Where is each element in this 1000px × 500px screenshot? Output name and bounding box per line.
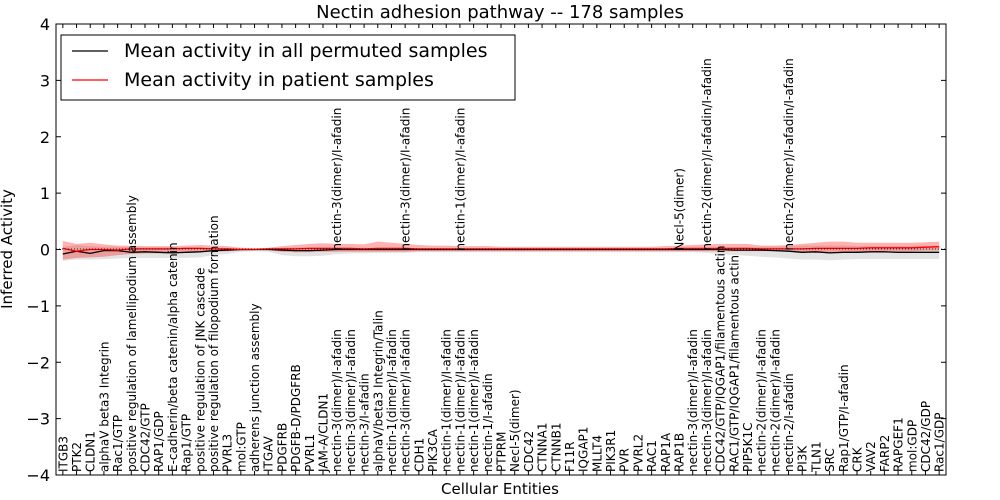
- x-tick-label: ITGAV: [262, 435, 276, 472]
- x-tick-label: PIK3CA: [426, 428, 440, 472]
- x-tick-label: alphaV/beta3 Integrin/Talin: [371, 310, 385, 472]
- x-tick-label: RAPGEF1: [892, 417, 906, 472]
- x-tick-label-upper: nectin-1(dimer)/I-afadin: [453, 108, 467, 251]
- patient-band: [62, 241, 940, 260]
- x-tick-label: PTK2: [70, 442, 84, 472]
- x-tick-label: Rap1/GTP/I-afadin: [837, 364, 851, 472]
- x-tick-label: nectin-3(dimer)/I-afadin: [344, 329, 358, 472]
- x-tick-label: CDC42/GTP: [139, 403, 153, 472]
- x-tick-label: CDC42/GDP: [919, 401, 933, 472]
- x-tick-label: nectin-1(dimer)/I-afadin: [467, 329, 481, 472]
- x-tick-label: E-cadherin/beta catenin/alpha catenin: [166, 242, 180, 472]
- y-tick-label: 2: [40, 128, 50, 147]
- x-tick-label: RAP1A: [659, 432, 673, 472]
- x-tick-label: JAM-A/CLDN1: [317, 393, 331, 473]
- x-tick-label: PVRL2: [631, 434, 645, 472]
- x-axis-label: Cellular Entities: [441, 480, 559, 498]
- x-tick-label: PIK3R1: [604, 430, 618, 472]
- x-tick-label: nectin-1/I-afadin: [481, 373, 495, 472]
- x-tick-label: TLN1: [809, 441, 823, 473]
- x-tick-label: nectin-3(dimer)/I-afadin: [330, 329, 344, 472]
- x-tick-label: Rac1/GDP: [933, 413, 947, 472]
- x-tick-label: RAP1/GDP: [152, 411, 166, 472]
- x-tick-label: nectin-3/I-afadin: [358, 373, 372, 472]
- x-tick-label: PVRL1: [303, 434, 317, 472]
- x-tick-label: nectin-1(dimer)/I-afadin: [385, 329, 399, 472]
- x-tick-label: PDGFB-D/PDGFRB: [289, 364, 303, 472]
- x-tick-label: CTNNA1: [536, 422, 550, 472]
- x-tick-label: CDC42/GTP/IQGAP1/filamentous actin: [714, 246, 728, 472]
- legend-label-permuted: Mean activity in all permuted samples: [124, 40, 487, 62]
- x-tick-label: positive regulation of JNK cascade: [193, 268, 207, 472]
- x-tick-label: PVR: [618, 448, 632, 472]
- x-tick-label: alphaV beta3 Integrin: [97, 341, 111, 472]
- y-tick-label: −1: [26, 297, 50, 316]
- chart-title: Nectin adhesion pathway -- 178 samples: [316, 2, 684, 23]
- x-tick-label: nectin-2(dimer)/I-afadin: [755, 329, 769, 472]
- x-tick-label: positive regulation of filopodium format…: [207, 215, 221, 472]
- x-tick-label: nectin-1(dimer)/I-afadin: [453, 329, 467, 472]
- x-tick-label: nectin-3(dimer)/I-afadin: [686, 329, 700, 472]
- x-tick-label: RAC1: [645, 440, 659, 472]
- x-tick-label: Rap1/GTP: [180, 414, 194, 472]
- y-tick-label: 4: [40, 15, 50, 34]
- x-tick-label: CDH1: [412, 438, 426, 472]
- x-tick-label: nectin-2(dimer)/I-afadin: [768, 329, 782, 472]
- y-axis-label: Inferred Activity: [0, 189, 16, 309]
- x-tick-label: nectin-3(dimer)/I-afadin: [700, 329, 714, 472]
- y-tick-label: 3: [40, 71, 50, 90]
- x-tick-label: FARP2: [878, 435, 892, 472]
- x-tick-label: PDGFRB: [275, 423, 289, 472]
- x-tick-label: MLLT4: [590, 435, 604, 472]
- x-tick-label: mol:GDP: [905, 420, 919, 472]
- x-tick-label: nectin-2/I-afadin: [782, 373, 796, 472]
- x-tick-label: Necl-5(dimer): [508, 389, 522, 472]
- x-tick-label: VAV2: [864, 441, 878, 472]
- x-tick-label: F11R: [563, 441, 577, 472]
- x-tick-label: nectin-1(dimer)/I-afadin: [440, 329, 454, 472]
- y-tick-label: −2: [26, 353, 50, 372]
- x-tick-label: PTPRM: [495, 432, 509, 473]
- x-tick-label: PVRL3: [221, 434, 235, 472]
- x-tick-label: CDC42: [522, 431, 536, 472]
- legend-label-patient: Mean activity in patient samples: [124, 69, 434, 91]
- y-tick-label: 0: [40, 241, 50, 260]
- x-tick-label-upper: nectin-2(dimer)/I-afadin/I-afadin: [700, 58, 714, 250]
- x-tick-label: PI3K: [796, 445, 810, 472]
- legend: Mean activity in all permuted samples Me…: [60, 34, 516, 101]
- x-tick-label-upper: nectin-3(dimer)/I-afadin: [399, 108, 413, 251]
- y-tick-label: −3: [26, 410, 50, 429]
- x-tick-label: positive regulation of lamellipodium ass…: [125, 195, 139, 472]
- x-tick-label: ITGB3: [56, 436, 70, 472]
- x-tick-label: adherens junction assembly: [248, 303, 262, 472]
- x-tick-label: CLDN1: [84, 431, 98, 472]
- x-tick-label: CTNNB1: [549, 422, 563, 472]
- x-tick-label-upper: Necl-5(dimer): [673, 168, 687, 251]
- legend-box: [60, 34, 516, 101]
- x-tick-label: SRC: [823, 448, 837, 472]
- x-tick-label-upper: nectin-2(dimer)/I-afadin/I-afadin: [782, 58, 796, 250]
- x-tick-label: IQGAP1: [577, 427, 591, 472]
- x-tick-label: Rac1/GTP: [111, 415, 125, 472]
- x-tick-label: CRK: [851, 446, 865, 472]
- x-tick-label: PIP5K1C: [741, 422, 755, 472]
- x-tick-label-upper: nectin-3(dimer)/I-afadin: [330, 108, 344, 251]
- x-tick-label: mol:GTP: [234, 422, 248, 472]
- y-tick-label: −4: [26, 466, 50, 485]
- x-tick-label: RAP1B: [673, 433, 687, 472]
- y-tick-label: 1: [40, 184, 50, 203]
- x-tick-label: RAC1/GTP/IQGAP1/filamentous actin: [727, 255, 741, 472]
- x-tick-label: nectin-3(dimer)/I-afadin: [399, 329, 413, 472]
